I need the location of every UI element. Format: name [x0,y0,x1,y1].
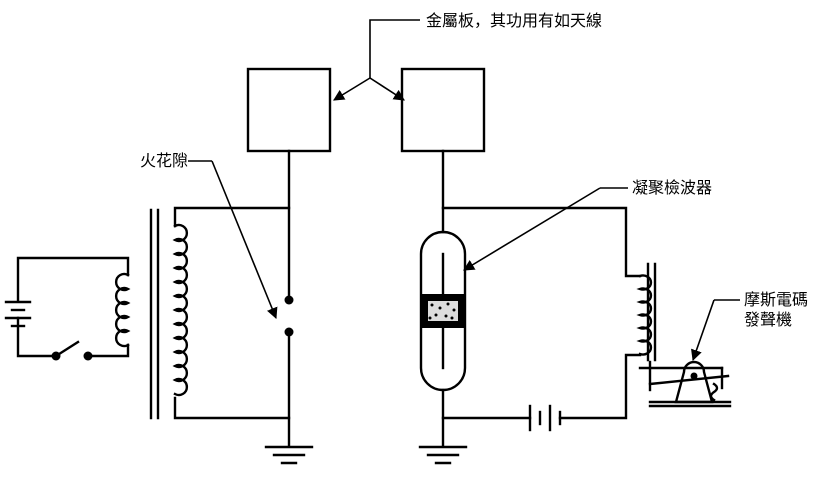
morse-sounder-label-line1: 摩斯電碼 [744,290,808,309]
battery-transmitter [4,300,32,328]
ground-symbol-receiver [418,445,468,465]
telegraph-key [51,340,93,361]
morse-sounder-label-line2: 發聲機 [744,310,792,329]
morse-sounder [638,360,732,408]
metal-plate-right [400,67,486,153]
coherer-pointer [463,187,628,271]
spark-gap-electrode-top [284,295,294,305]
coherer-label: 凝聚檢波器 [632,178,712,197]
metal-plates-label: 金屬板，其功用有如天線 [426,11,602,30]
spark-gap-pointer [188,160,278,320]
morse-sounder-pointer [691,299,740,362]
coherer [419,230,467,392]
induction-coil-primary [115,272,131,348]
receiver-circuit [418,149,732,465]
metal-plate-left [246,67,332,153]
ground-symbol-transmitter [264,445,314,465]
battery-receiver [528,404,562,432]
spark-gap-label: 火花隙 [140,151,188,170]
induction-coil-secondary [172,223,188,397]
morse-sounder-coil [636,262,657,362]
metal-plates-pointer [333,19,420,101]
transmitter-circuit [4,149,314,465]
spark-gap-electrode-bottom [284,327,294,337]
